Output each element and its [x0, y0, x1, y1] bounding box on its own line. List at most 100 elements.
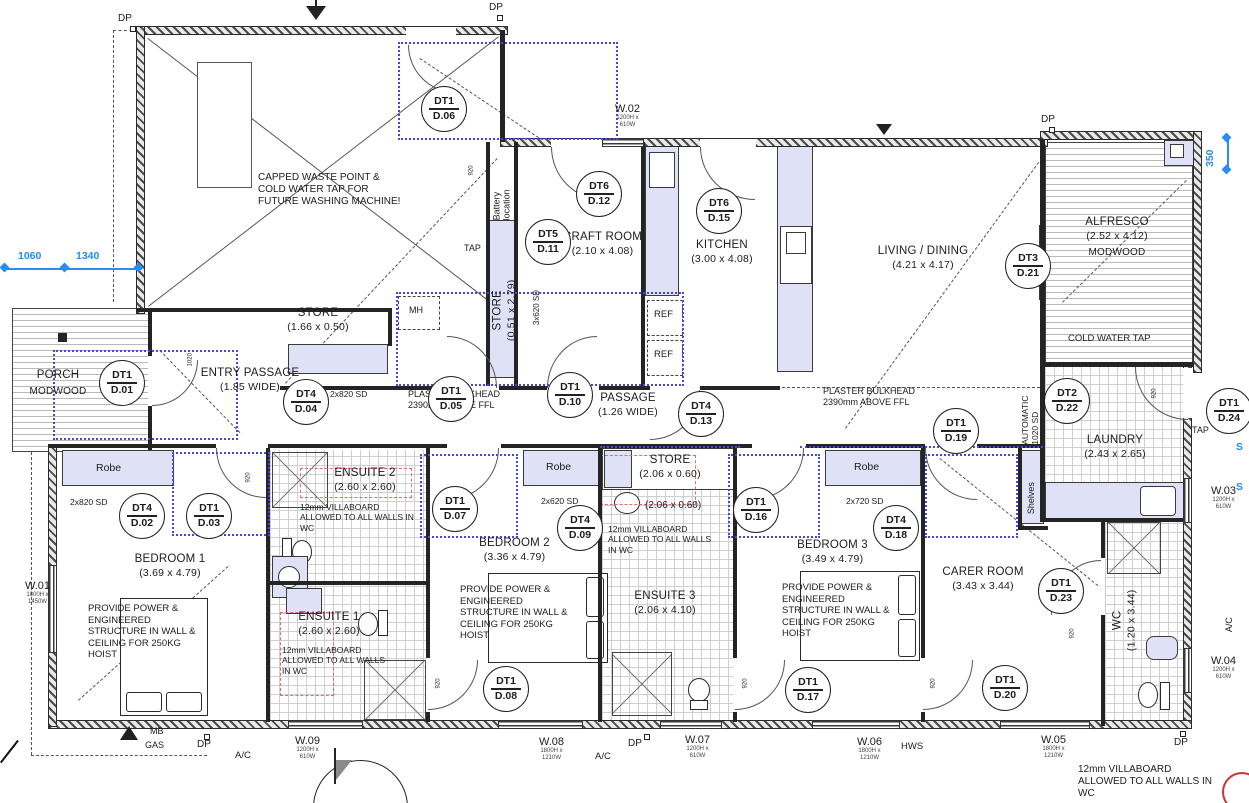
wall [486, 142, 490, 388]
window-id: W.04 [1210, 655, 1237, 667]
annotation-note-5: 12mm VILLABOARD ALLOWED TO ALL WALLS IN … [608, 524, 711, 555]
label-hws: HWS [901, 741, 924, 752]
room-name: CRAFT ROOM [562, 231, 643, 243]
shower-ensuite3 [612, 652, 672, 716]
door-opening [148, 356, 152, 406]
door-opening [447, 444, 501, 448]
room-label-store-10: STORE(2.06 x 0.60) [610, 453, 730, 482]
wall [1018, 448, 1022, 528]
door-opening [1101, 558, 1105, 615]
room-label-ensuite-1-13: ENSUITE 1(2.60 x 2.60) [269, 610, 389, 639]
label-robe: Robe [546, 461, 572, 473]
kitchen-sink-bowl [786, 232, 806, 254]
door-number: D.10 [558, 396, 582, 409]
annotation-note-3: 12mm VILLABOARD ALLOWED TO ALL WALLS IN … [300, 502, 414, 533]
room-name: LAUNDRY [1086, 434, 1144, 446]
door-number: D.13 [689, 415, 713, 428]
label-automatic-1020-sd: AUTOMATIC 1020 SD [1020, 395, 1040, 445]
dimension-line [1227, 138, 1229, 170]
door-number: D.15 [707, 212, 731, 225]
room-dimensions: (2.60 x 2.60) [298, 624, 360, 637]
annotation-note-10: COLD WATER TAP [1068, 333, 1151, 344]
dimension-marker [0, 262, 10, 273]
room-label-living-dining-6: LIVING / DINING(4.21 x 4.17) [863, 244, 983, 273]
label-a-c: A/C [235, 750, 251, 761]
tag-divider [290, 401, 322, 403]
toilet-tank [1160, 682, 1170, 710]
entry-store-cupboard [288, 344, 388, 374]
wall [1040, 362, 1193, 367]
downpipe [1180, 731, 1186, 737]
store-mid-shelf [604, 450, 632, 488]
tag-divider [940, 430, 972, 432]
door-type-code: DT2 [1057, 387, 1077, 400]
room-name: ENTRY PASSAGE [200, 367, 300, 379]
hoist-rail-detail [280, 612, 334, 696]
alfresco-deck-area [1045, 142, 1193, 364]
room-label-craft-room-4: CRAFT ROOM(2.10 x 4.08) [555, 230, 650, 259]
dotted-zone [728, 454, 820, 538]
shower-ensuite1 [364, 660, 426, 720]
room-name: STORE [297, 307, 339, 319]
label-2x820-sd: 2x820 SD [70, 497, 108, 507]
tag-divider [126, 515, 158, 517]
pillow [898, 619, 916, 657]
porch-marker [58, 333, 67, 342]
dotted-line [600, 446, 740, 448]
wall [1101, 518, 1105, 726]
tag-divider [490, 688, 522, 690]
window-size: 1800H x [26, 592, 49, 599]
door-number: D.04 [294, 403, 318, 416]
label-2x620-sd: 2x620 SD [541, 496, 579, 506]
window-id: W.08 [538, 736, 565, 748]
door-number: D.22 [1055, 402, 1079, 415]
door-type-code: DT4 [296, 388, 316, 401]
window-w01 [48, 565, 57, 653]
dimension-text-s-4: S [1236, 481, 1244, 493]
window-size: 610W [299, 754, 316, 761]
room-label-ensuite-3-15: ENSUITE 3(2.06 x 4.10) [605, 589, 725, 618]
window-w08 [498, 720, 583, 729]
robe-bedroom1 [62, 450, 174, 486]
exterior-wall [1040, 131, 1202, 140]
window-size: 1210W [541, 755, 561, 762]
room-label-carer-room-17: CARER ROOM(3.43 x 3.44) [923, 565, 1043, 594]
window-id: W.09 [294, 735, 321, 747]
room-dimensions: (2.43 x 2.65) [1084, 447, 1146, 460]
dotted-zone [420, 454, 518, 538]
window-size: 610W [1215, 674, 1232, 681]
room-dimensions: (1.66 x 0.50) [287, 320, 349, 333]
annotation-note-8: PROVIDE POWER & ENGINEERED STRUCTURE IN … [460, 584, 568, 642]
room-name: BEDROOM 3 [797, 539, 868, 551]
room-name: KITCHEN [696, 239, 748, 251]
room-dimensions: (1.26 WIDE) [598, 405, 658, 418]
downpipe [1049, 127, 1055, 133]
wall [426, 448, 430, 722]
door-number: D.06 [432, 110, 456, 123]
door-opening [551, 139, 603, 147]
tag-divider [1213, 410, 1245, 412]
water-tank [197, 62, 252, 188]
room-label-wc-18: WC(1.20 x 3.44) [1111, 570, 1140, 670]
door-type-code: DT4 [886, 514, 906, 527]
door-number: D.09 [568, 529, 592, 542]
door-number: D.11 [537, 243, 559, 256]
bulkhead-dashed-line [782, 387, 1040, 388]
annotation-note-0: CAPPED WASTE POINT & COLD WATER TAP FOR … [258, 172, 401, 208]
tag-divider [792, 689, 824, 691]
room-label-bedroom-3-16: BEDROOM 3(3.49 x 4.79) [770, 538, 895, 567]
label-dp: DP [1174, 737, 1188, 748]
label-tap: TAP [1192, 425, 1209, 435]
label-3x620-sd: 3x620 SD [531, 289, 541, 326]
wall [1040, 518, 1190, 522]
window-size: 1200H x [616, 115, 639, 122]
